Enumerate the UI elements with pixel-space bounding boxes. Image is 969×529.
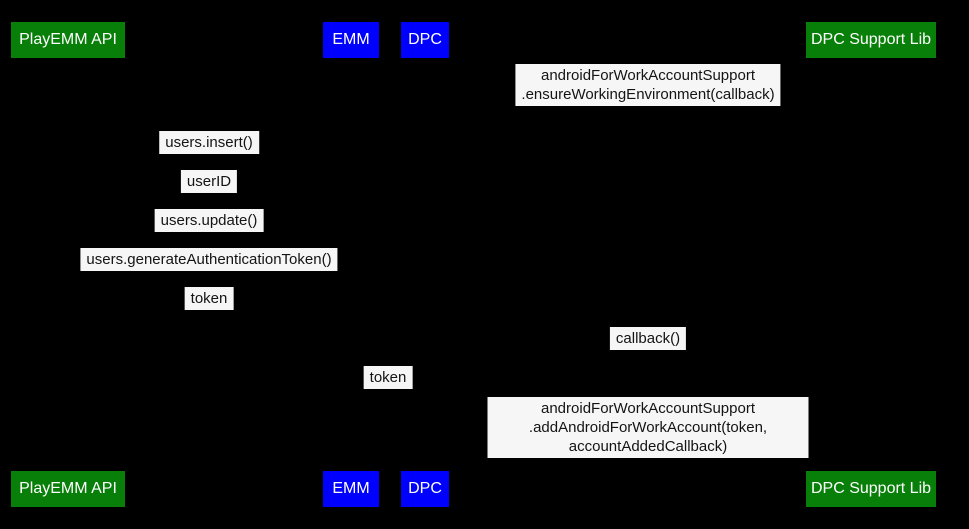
message-token-to-dpc: token xyxy=(363,366,413,389)
actor-dpc-bottom: DPC xyxy=(401,471,449,507)
message-users-insert: users.insert() xyxy=(159,131,259,154)
message-callback: callback() xyxy=(609,327,687,350)
actor-emm-bottom: EMM xyxy=(323,471,379,507)
actor-playemm-api-label: PlayEMM API xyxy=(19,31,117,48)
actor-dpc-support-lib-label: DPC Support Lib xyxy=(810,31,932,48)
message-add-android-for-work-account: androidForWorkAccountSupport .addAndroid… xyxy=(487,397,809,458)
actor-playemm-api-top: PlayEMM API xyxy=(11,22,125,58)
message-token-to-emm: token xyxy=(184,287,234,310)
actor-emm-label: EMM xyxy=(332,31,370,48)
message-ensure-working-environment: androidForWorkAccountSupport .ensureWork… xyxy=(515,64,781,106)
message-generate-authentication-token: users.generateAuthenticationToken() xyxy=(80,248,338,271)
message-user-id: userID xyxy=(180,170,238,193)
actor-playemm-api-label: PlayEMM API xyxy=(19,480,117,497)
actor-dpc-support-lib-bottom: DPC Support Lib xyxy=(806,471,936,507)
message-users-update: users.update() xyxy=(154,209,264,232)
actor-playemm-api-bottom: PlayEMM API xyxy=(11,471,125,507)
actor-emm-label: EMM xyxy=(332,480,370,497)
actor-dpc-support-lib-top: DPC Support Lib xyxy=(806,22,936,58)
actor-dpc-support-lib-label: DPC Support Lib xyxy=(810,480,932,497)
actor-dpc-label: DPC xyxy=(408,31,442,48)
actor-dpc-top: DPC xyxy=(401,22,449,58)
actor-emm-top: EMM xyxy=(323,22,379,58)
actor-dpc-label: DPC xyxy=(408,480,442,497)
